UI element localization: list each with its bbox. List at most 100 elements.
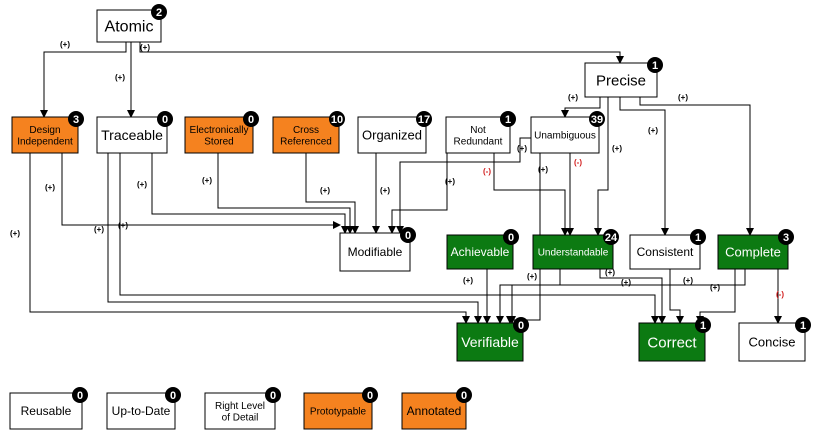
edge-label: (+) <box>710 283 720 292</box>
node-understandable: Understandable 24 <box>532 229 619 270</box>
node-box <box>446 234 514 270</box>
edge-label: (+) <box>320 186 330 195</box>
node-label: Verifiable <box>461 334 519 350</box>
edge-label: (+) <box>463 276 473 285</box>
edge-complete-to-verifiable <box>508 269 746 324</box>
node-box <box>401 392 467 430</box>
node-label: Atomic <box>105 19 154 36</box>
node-label: Independent <box>17 136 73 147</box>
count-badge <box>778 229 794 245</box>
node-label: Up-to-Date <box>112 404 171 418</box>
edge-label: (+) <box>612 144 622 153</box>
count-badge-value: 0 <box>248 114 254 126</box>
count-badge-value: 0 <box>405 230 411 242</box>
edge-label: (+) <box>445 177 455 186</box>
edge-label: (+) <box>538 165 548 174</box>
count-badge-value: 10 <box>331 114 343 126</box>
node-box <box>11 116 79 154</box>
node-label: Stored <box>204 136 233 147</box>
node-label: Correct <box>647 334 697 351</box>
edge-label: (+) <box>683 276 693 285</box>
count-badge-value: 0 <box>518 320 524 332</box>
count-badge <box>695 317 711 333</box>
node-box <box>638 322 706 362</box>
node-box <box>96 116 168 154</box>
node-box <box>96 9 162 43</box>
count-badge-value: 17 <box>418 114 430 126</box>
count-badge-value: 0 <box>367 390 373 402</box>
count-badge <box>500 111 516 127</box>
edge-cross-referenced-to-modifiable <box>305 153 359 234</box>
edge-design-independent-to-modifiable <box>61 153 341 229</box>
edge-label: (+) <box>140 43 150 52</box>
edge-label: (+) <box>605 268 615 277</box>
node-label: Precise <box>596 72 646 89</box>
node-label: Organized <box>362 128 422 143</box>
node-box <box>339 232 411 272</box>
node-label: Complete <box>725 245 781 260</box>
count-badge-value: 1 <box>505 114 511 126</box>
node-box <box>738 322 806 362</box>
edge-label: (+) <box>648 126 658 135</box>
edge-not-redundant-to-understandable <box>493 153 569 236</box>
count-badge <box>68 111 84 127</box>
node-label: Consistent <box>637 245 694 259</box>
node-box <box>184 116 254 154</box>
count-badge <box>157 111 173 127</box>
node-box <box>9 392 83 430</box>
node-label: Traceable <box>101 127 163 143</box>
edge-traceable-to-verifiable <box>107 153 482 324</box>
edge-electronically-stored-to-modifiable <box>217 153 354 234</box>
edge-label: (+) <box>94 225 104 234</box>
node-label: Electronically <box>190 125 249 136</box>
node-box <box>357 116 427 154</box>
count-badge <box>647 57 663 73</box>
edge-traceable-to-modifiable <box>151 153 349 234</box>
count-badge <box>151 4 167 20</box>
node-box <box>456 322 524 362</box>
edge-precise-to-understandable <box>594 97 609 236</box>
edge-complete-to-correct <box>696 269 736 324</box>
node-label: Understandable <box>538 248 609 259</box>
count-badge-value: 3 <box>783 232 789 244</box>
count-badge <box>795 317 811 333</box>
node-label: Achievable <box>451 245 510 259</box>
count-badge-value: 0 <box>170 390 176 402</box>
count-badge <box>513 317 529 333</box>
node-verifiable: Verifiable 0 <box>456 317 529 362</box>
node-label: Not <box>470 125 486 136</box>
edge-label: (-) <box>574 158 582 167</box>
node-box <box>532 234 614 270</box>
edge-label: (+) <box>10 229 20 238</box>
node-label: Redundant <box>454 136 503 147</box>
count-badge-value: 24 <box>605 232 618 244</box>
edge-label: (-) <box>483 167 491 176</box>
edge-consistent-to-correct <box>669 269 684 324</box>
node-box <box>629 234 701 270</box>
edge-label: (+) <box>568 93 578 102</box>
edge-label: (+) <box>45 183 55 192</box>
count-badge-value: 2 <box>156 7 162 19</box>
edge-label: (+) <box>60 40 70 49</box>
edge-unambiguous-to-modifiable <box>396 137 531 234</box>
node-label: Right Level <box>215 401 265 412</box>
edge-label: (+) <box>621 278 631 287</box>
edges-layer: (+) (+) (+) (+) (+) (+) (+) (+) (+) (+) (+) (+) (+) (… <box>10 40 784 324</box>
node-label: Prototypable <box>310 407 367 418</box>
edge-label: (+) <box>202 176 212 185</box>
count-badge <box>589 111 605 127</box>
count-badge <box>690 229 706 245</box>
count-badge-value: 0 <box>162 114 168 126</box>
edge-label: (+) <box>137 180 147 189</box>
count-badge <box>265 387 281 403</box>
count-badge-value: 1 <box>695 232 701 244</box>
